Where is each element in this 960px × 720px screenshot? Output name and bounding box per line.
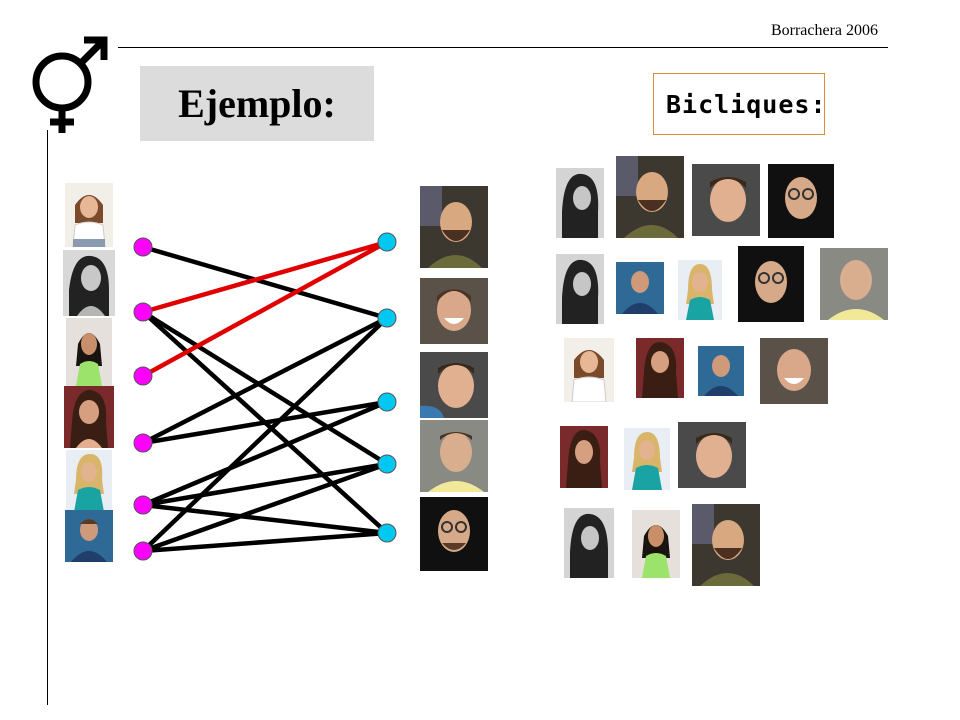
- biclique-2-man-yellow: [820, 248, 888, 320]
- biclique-1-man-bald: [616, 156, 684, 238]
- biclique-2-man-glasses: [738, 246, 804, 322]
- biclique-1-woman-bw: [556, 168, 604, 238]
- biclique-3-man-smiling: [760, 338, 828, 404]
- portrait-woman-bw: [63, 250, 115, 316]
- biclique-2-man-blue: [616, 262, 664, 314]
- graph-edge-3: [140, 309, 390, 467]
- portrait-woman-teal: [66, 450, 112, 512]
- slide-title: Ejemplo:: [178, 81, 336, 126]
- bicliques-label-box: Bicliques:: [653, 73, 827, 135]
- bicliques-label: Bicliques:: [666, 89, 827, 119]
- portrait-woman-white-top: [65, 183, 113, 247]
- highlighted-edge-2: [140, 239, 390, 315]
- left-node-1: [133, 237, 153, 257]
- portrait-man-glasses: [420, 497, 488, 571]
- right-node-1: [377, 232, 397, 252]
- biclique-2-woman-teal: [678, 260, 722, 320]
- graph-edge-9: [140, 461, 390, 508]
- right-node-5: [377, 523, 397, 543]
- portrait-woman-red: [64, 386, 114, 448]
- left-node-2: [133, 302, 153, 322]
- graph-edge-6: [140, 315, 390, 446]
- left-node-5: [133, 495, 153, 515]
- left-node-3: [133, 366, 153, 386]
- graph-edge-7: [140, 399, 390, 446]
- portrait-man-blue: [65, 510, 113, 562]
- right-node-2: [377, 308, 397, 328]
- portrait-man-smiling: [420, 278, 488, 344]
- biclique-2-woman-bw: [556, 254, 604, 324]
- graph-edge-13: [140, 530, 390, 554]
- graph-edge-11: [140, 315, 390, 554]
- highlighted-edge-5: [140, 239, 390, 379]
- graph-edge-12: [140, 461, 390, 554]
- left-node-6: [133, 541, 153, 561]
- left-node-4: [133, 433, 153, 453]
- biclique-3-man-blue: [698, 346, 744, 396]
- portrait-man-yellow: [420, 420, 488, 492]
- biclique-4-woman-red: [560, 426, 608, 488]
- portrait-man-bald: [420, 186, 488, 268]
- portrait-woman-green: [66, 318, 112, 386]
- biclique-1-man-glasses: [768, 164, 834, 238]
- title-box: Ejemplo:: [140, 66, 374, 141]
- biclique-1-man-shorthair: [692, 164, 760, 236]
- left-divider: [47, 130, 48, 705]
- header-divider: [118, 47, 888, 48]
- biclique-3-woman-white-top: [564, 338, 614, 402]
- venus-mars-icon: [32, 36, 108, 133]
- biclique-5-man-bald: [692, 504, 760, 586]
- graph-edge-8: [140, 399, 390, 508]
- header-author-year: Borrachera 2006: [770, 22, 878, 39]
- portrait-man-shorthair: [420, 352, 488, 418]
- biclique-4-woman-teal: [624, 428, 670, 490]
- right-node-4: [377, 454, 397, 474]
- right-node-3: [377, 392, 397, 412]
- graph-edge-1: [140, 244, 390, 321]
- biclique-3-woman-red: [636, 338, 684, 398]
- biclique-4-man-shorthair: [678, 422, 746, 488]
- biclique-5-woman-bw: [564, 508, 614, 578]
- biclique-5-woman-green: [632, 510, 680, 578]
